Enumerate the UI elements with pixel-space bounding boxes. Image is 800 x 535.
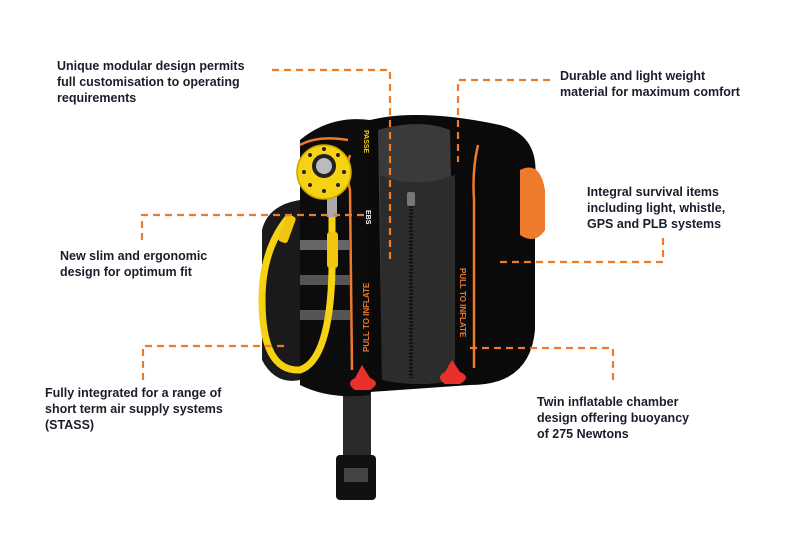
callout-line: short term air supply systems <box>45 402 223 416</box>
callout-line: GPS and PLB systems <box>587 217 722 231</box>
callout-line: Integral survival items <box>587 185 720 199</box>
leader-modular <box>272 68 392 260</box>
callout-twin-chamber: Twin inflatable chamber design offering … <box>537 394 689 442</box>
callout-line: material for maximum comfort <box>560 85 740 99</box>
callout-slim-design: New slim and ergonomic design for optimu… <box>60 248 207 280</box>
callout-line: New slim and ergonomic <box>60 249 208 263</box>
pull-to-inflate-left: PULL TO INFLATE <box>362 282 371 352</box>
callout-line: design for optimum fit <box>60 265 192 279</box>
brand-label: PASSE <box>362 130 369 154</box>
callout-stass: Fully integrated for a range of short te… <box>45 385 223 433</box>
left-inflation-toggle <box>350 365 376 390</box>
callout-line: requirements <box>57 91 137 105</box>
callout-line: of 275 Newtons <box>537 427 629 441</box>
callout-survival-items: Integral survival items including light,… <box>587 184 725 232</box>
callout-line: Twin inflatable chamber <box>537 395 679 409</box>
air-hose <box>258 215 336 374</box>
callout-line: full customisation to operating <box>57 75 240 89</box>
regulator <box>296 144 352 217</box>
leader-survival <box>500 237 665 264</box>
leader-slim <box>140 213 365 240</box>
ebs-label: EBS <box>364 210 371 225</box>
callout-durable-material: Durable and light weight material for ma… <box>560 68 740 100</box>
pull-to-inflate-right: PULL TO INFLATE <box>458 268 467 338</box>
callout-line: (STASS) <box>45 418 95 432</box>
callout-line: including light, whistle, <box>587 201 726 215</box>
right-inflation-toggle <box>440 360 466 384</box>
callout-modular-design: Unique modular design permits full custo… <box>57 58 245 106</box>
callout-line: Fully integrated for a range of <box>45 386 222 400</box>
callout-line: design offering buoyancy <box>537 411 690 425</box>
buckle-strap <box>336 380 376 500</box>
leader-durable <box>456 78 550 162</box>
callout-line: Unique modular design permits <box>57 59 245 73</box>
callout-line: Durable and light weight <box>560 69 706 83</box>
